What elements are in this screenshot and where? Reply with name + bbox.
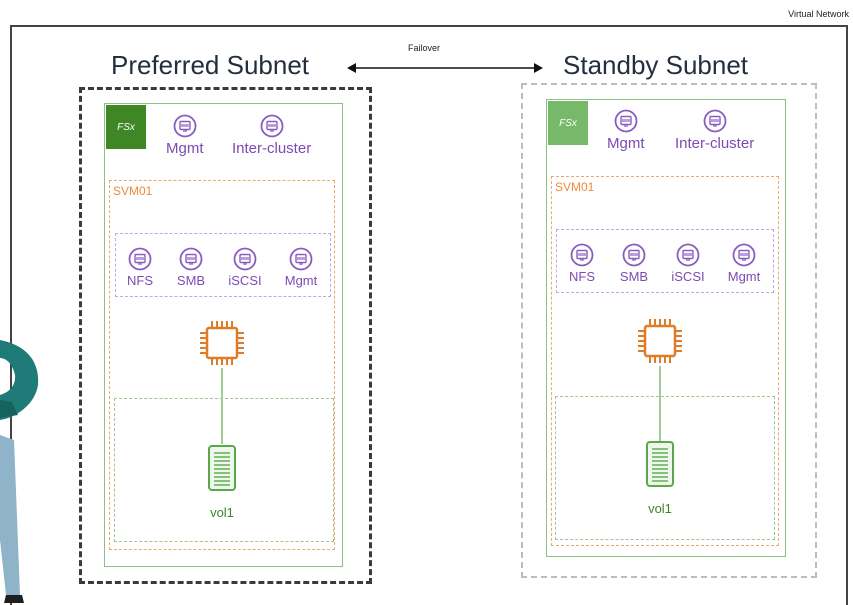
network-interface-icon <box>260 114 284 138</box>
cpu-chip-icon <box>635 316 685 366</box>
network-interface-icon <box>179 247 203 271</box>
standby-mgmt-protocol-interface: Mgmt <box>724 243 764 284</box>
volume-icon <box>207 444 237 492</box>
interface-label: Mgmt <box>166 140 204 157</box>
fsx-logo-icon: FSx <box>548 101 588 145</box>
preferred-fsx-filesystem <box>104 103 343 567</box>
interface-label: Inter-cluster <box>675 135 755 152</box>
standby-volume-group <box>555 396 775 540</box>
protocol-label: NFS <box>569 269 595 284</box>
protocol-label: iSCSI <box>228 273 262 288</box>
volume-label: vol1 <box>648 501 672 516</box>
volume-icon <box>645 440 675 488</box>
network-interface-icon <box>289 247 313 271</box>
preferred-volume-group <box>114 398 334 542</box>
preferred-protocol-group <box>115 233 331 297</box>
network-interface-icon <box>732 243 756 267</box>
volume-label: vol1 <box>210 505 234 520</box>
network-interface-icon <box>128 247 152 271</box>
person-illustration <box>0 340 39 603</box>
preferred-smb-interface: SMB <box>175 247 207 288</box>
preferred-iscsi-interface: iSCSI <box>228 247 262 288</box>
standby-smb-interface: SMB <box>618 243 650 284</box>
standby-nfs-interface: NFS <box>566 243 598 284</box>
preferred-subnet-title: Preferred Subnet <box>111 50 310 80</box>
standby-protocol-group <box>556 229 774 293</box>
svm-label: SVM01 <box>555 180 595 194</box>
interface-label: Inter-cluster <box>232 140 312 157</box>
standby-svm <box>551 176 779 546</box>
network-interface-icon <box>614 109 638 133</box>
network-interface-icon <box>570 243 594 267</box>
preferred-subnet <box>79 87 372 584</box>
protocol-label: SMB <box>176 273 206 288</box>
protocol-label: Mgmt <box>727 269 761 284</box>
network-interface-icon <box>703 109 727 133</box>
interface-label: Mgmt <box>607 135 645 152</box>
network-interface-icon <box>233 247 257 271</box>
protocol-label: iSCSI <box>671 269 705 284</box>
svm-label: SVM01 <box>113 184 153 198</box>
preferred-svm <box>109 180 335 550</box>
virtual-network-label: Virtual Network <box>788 9 849 19</box>
standby-mgmt-interface: Mgmt <box>607 109 645 152</box>
connector-line <box>659 366 661 442</box>
preferred-mgmt-interface: Mgmt <box>166 114 204 157</box>
connector-line <box>221 368 223 444</box>
fsx-logo-icon: FSx <box>106 105 146 149</box>
standby-intercluster-interface: Inter-cluster <box>675 109 754 152</box>
preferred-mgmt-protocol-interface: Mgmt <box>281 247 321 288</box>
failover-label: Failover <box>408 43 441 53</box>
standby-iscsi-interface: iSCSI <box>671 243 705 284</box>
failover-arrow <box>347 63 543 73</box>
preferred-nfs-interface: NFS <box>124 247 156 288</box>
network-interface-icon <box>622 243 646 267</box>
network-interface-icon <box>173 114 197 138</box>
virtual-network-boundary <box>10 25 848 605</box>
network-interface-icon <box>676 243 700 267</box>
preferred-intercluster-interface: Inter-cluster <box>232 114 311 157</box>
protocol-label: NFS <box>127 273 153 288</box>
cpu-chip-icon <box>197 318 247 368</box>
standby-fsx-filesystem <box>546 99 786 557</box>
protocol-label: SMB <box>619 269 649 284</box>
protocol-label: Mgmt <box>284 273 318 288</box>
standby-subnet-title: Standby Subnet <box>563 50 749 80</box>
standby-subnet <box>521 83 817 578</box>
